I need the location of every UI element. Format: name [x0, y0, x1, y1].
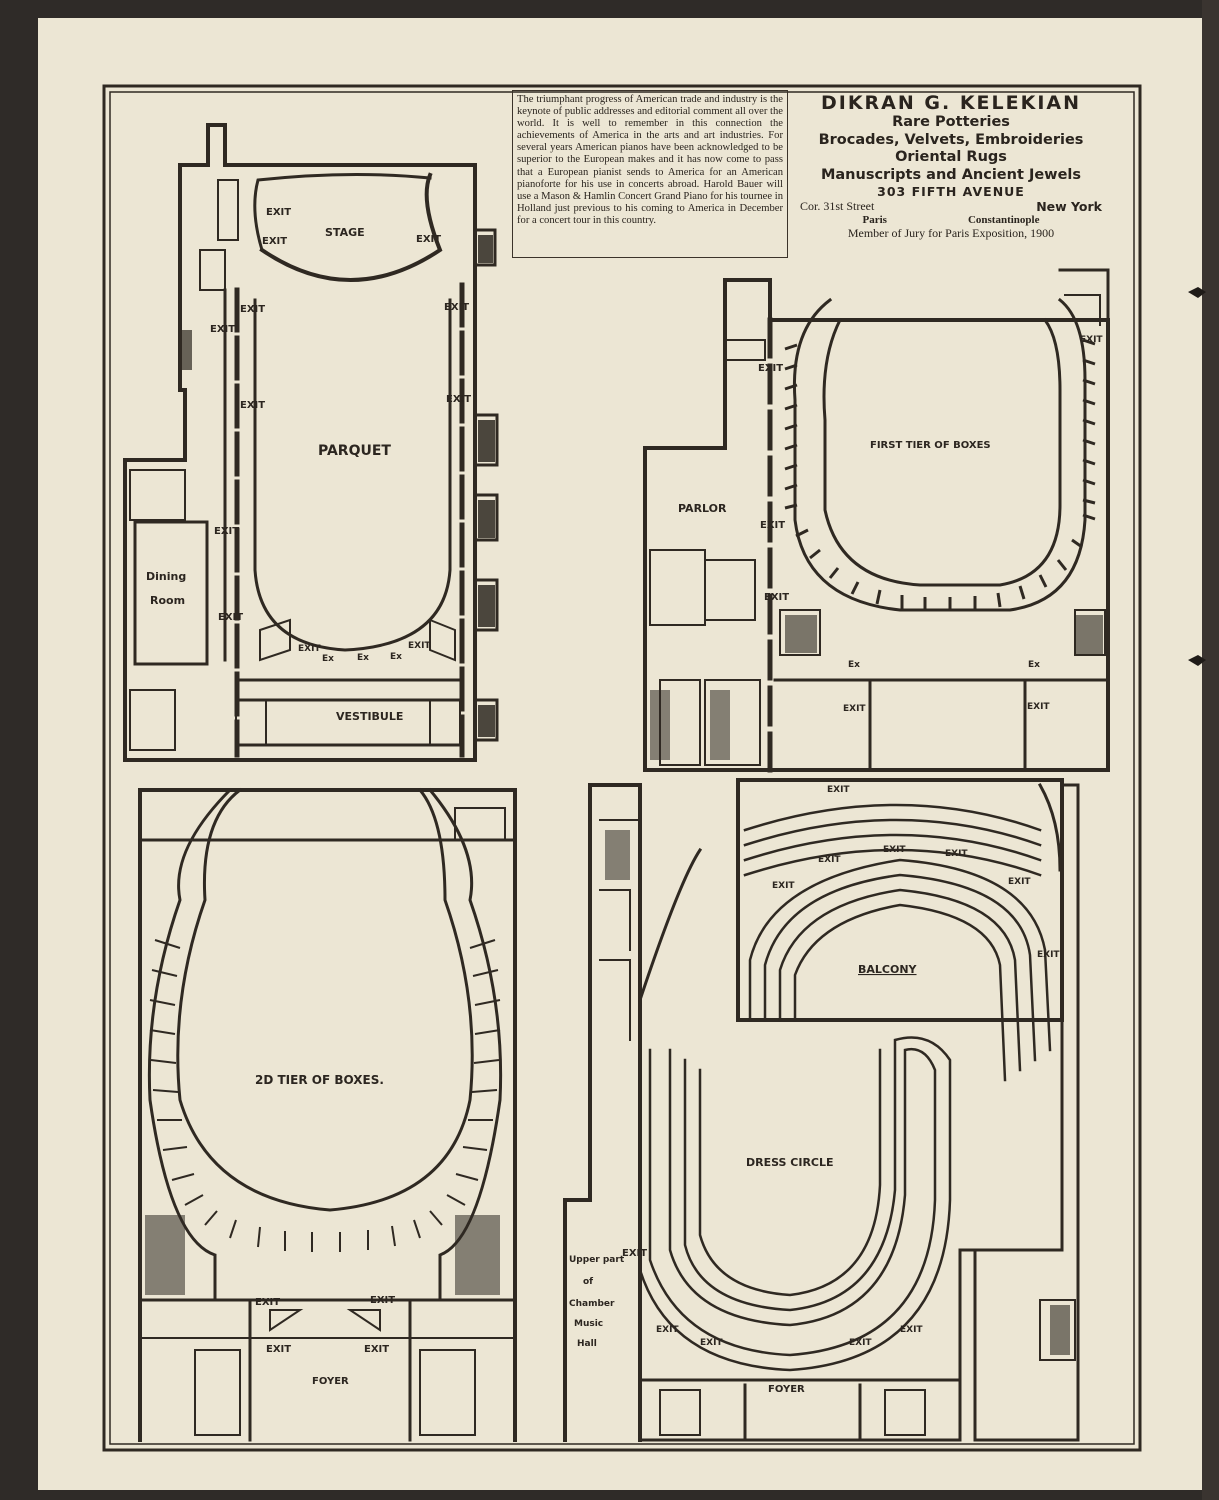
advert-line: Brocades, Velvets, Embroideries	[818, 131, 1084, 148]
chamber-hall-label: Upper part	[569, 1255, 625, 1265]
kelekian-advert: DIKRAN G. KELEKIAN Rare Potteries Brocad…	[792, 90, 1110, 250]
advert-street-row: Cor. 31st Street New York	[792, 199, 1110, 214]
advert-line: Rare Potteries	[892, 114, 1010, 130]
stage-label: STAGE	[325, 226, 365, 239]
page-border-outer	[102, 84, 1142, 1452]
program-page	[38, 18, 1202, 1490]
parquet-plan	[123, 123, 499, 762]
stair-marks	[145, 235, 1103, 1355]
balcony-exit: EXIT	[883, 845, 906, 855]
parquet-exit: EXIT	[262, 236, 287, 247]
advert-address: 303 FIFTH AVENUE	[877, 184, 1025, 199]
first-tier-exit: EXIT	[1027, 702, 1050, 712]
chamber-hall-label: Chamber	[569, 1299, 615, 1309]
first-tier-title: FIRST TIER OF BOXES	[870, 440, 991, 451]
first-tier-ex: Ex	[1028, 660, 1040, 670]
second-tier-exit: EXIT	[266, 1344, 291, 1355]
dress-circle-exit: EXIT	[622, 1248, 647, 1259]
second-tier-exit: EXIT	[255, 1297, 280, 1308]
dress-circle-exit: EXIT	[849, 1338, 872, 1348]
balcony-title: BALCONY	[858, 963, 918, 976]
news-column: The triumphant progress of American trad…	[512, 90, 788, 258]
dress-circle-exit: EXIT	[700, 1338, 723, 1348]
parquet-ex: Ex	[390, 652, 402, 662]
balcony-rows	[743, 803, 1052, 1082]
dress-circle-title: DRESS CIRCLE	[746, 1156, 834, 1169]
binding-holes	[1188, 287, 1206, 666]
advert-branches: Paris Constantinople	[792, 214, 1110, 226]
first-tier-box-partitions	[784, 338, 1096, 611]
page-border-inner	[109, 91, 1135, 1445]
parquet-exit: EXIT	[240, 400, 265, 411]
parquet-labels: PARQUET STAGE VESTIBULE Dining Room EXIT…	[146, 207, 471, 723]
balcony-exit: EXIT	[772, 881, 795, 891]
dress-circle-plan	[563, 778, 1080, 1442]
chamber-hall-label: Hall	[577, 1339, 597, 1349]
parquet-exit: EXIT	[298, 644, 321, 654]
second-tier-foyer: FOYER	[312, 1376, 349, 1387]
vestibule-label: VESTIBULE	[336, 710, 403, 723]
advert-street: Cor. 31st Street	[800, 199, 875, 213]
first-tier-labels: FIRST TIER OF BOXES PARLOR EXIT EXIT EXI…	[678, 335, 1103, 714]
chamber-hall-label: Music	[574, 1319, 603, 1329]
advert-city: New York	[1036, 199, 1102, 214]
parquet-exit: EXIT	[218, 612, 243, 623]
balcony-exit: EXIT	[945, 849, 968, 859]
dress-circle-foyer: FOYER	[768, 1384, 805, 1395]
advert-jury: Member of Jury for Paris Exposition, 190…	[847, 226, 1055, 240]
parquet-exit: EXIT	[446, 394, 471, 405]
balcony-labels: BALCONY EXIT EXIT EXIT EXIT EXIT EXIT EX…	[569, 785, 1060, 1395]
balcony-exit: EXIT	[827, 785, 850, 795]
parquet-ex: Ex	[357, 653, 369, 663]
parquet-exit: EXIT	[408, 641, 431, 651]
balcony-exit: EXIT	[1008, 877, 1031, 887]
parquet-ex: Ex	[322, 654, 334, 664]
first-tier-exit: EXIT	[760, 520, 785, 531]
news-paragraph: The triumphant progress of American trad…	[517, 94, 783, 226]
advert-branch-constantinople: Constantinople	[967, 214, 1040, 226]
parquet-exit: EXIT	[266, 207, 291, 218]
parquet-exit: EXIT	[240, 304, 265, 315]
parquet-exit: EXIT	[444, 302, 469, 313]
dress-circle-exit: EXIT	[900, 1325, 923, 1335]
advert-line: Oriental Rugs	[895, 149, 1007, 165]
dining-room-label-2: Room	[150, 594, 185, 607]
dress-circle-exit: EXIT	[656, 1325, 679, 1335]
second-tier-plan	[138, 787, 517, 1442]
parquet-exit: EXIT	[416, 234, 441, 245]
second-tier-title: 2D TIER OF BOXES.	[255, 1073, 384, 1087]
first-tier-exit: EXIT	[843, 704, 866, 714]
binding-edge	[1202, 0, 1219, 1500]
parquet-title: PARQUET	[318, 443, 391, 459]
first-tier-exit: EXIT	[764, 592, 789, 603]
balcony-exit: EXIT	[818, 855, 841, 865]
first-tier-plan	[643, 268, 1110, 773]
dining-room-label-1: Dining	[146, 570, 186, 583]
advert-line: Manuscripts and Ancient Jewels	[820, 166, 1082, 183]
second-tier-exit: EXIT	[364, 1344, 389, 1355]
second-tier-exit: EXIT	[370, 1295, 395, 1306]
advert-branch-paris: Paris	[862, 214, 887, 226]
advert-name: DIKRAN G. KELEKIAN	[820, 92, 1082, 114]
first-tier-exit: EXIT	[758, 363, 783, 374]
first-tier-ex: Ex	[848, 660, 860, 670]
dress-circle-rows	[638, 1036, 952, 1372]
balcony-exit: EXIT	[1037, 950, 1060, 960]
second-tier-box-partitions	[149, 939, 501, 1252]
parlor-label: PARLOR	[678, 502, 727, 515]
parquet-exit: EXIT	[210, 324, 235, 335]
chamber-hall-label: of	[583, 1277, 593, 1287]
first-tier-exit: EXIT	[1080, 335, 1103, 345]
parquet-exit: EXIT	[214, 526, 239, 537]
second-tier-labels: 2D TIER OF BOXES. FOYER EXIT EXIT EXIT E…	[255, 1073, 395, 1387]
